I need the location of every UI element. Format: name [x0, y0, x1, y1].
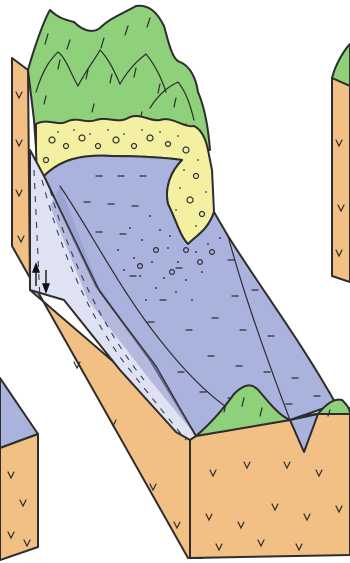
left-block-basement: [0, 434, 38, 560]
left-partial-block: [0, 378, 38, 560]
right-partial-block: [332, 44, 350, 282]
